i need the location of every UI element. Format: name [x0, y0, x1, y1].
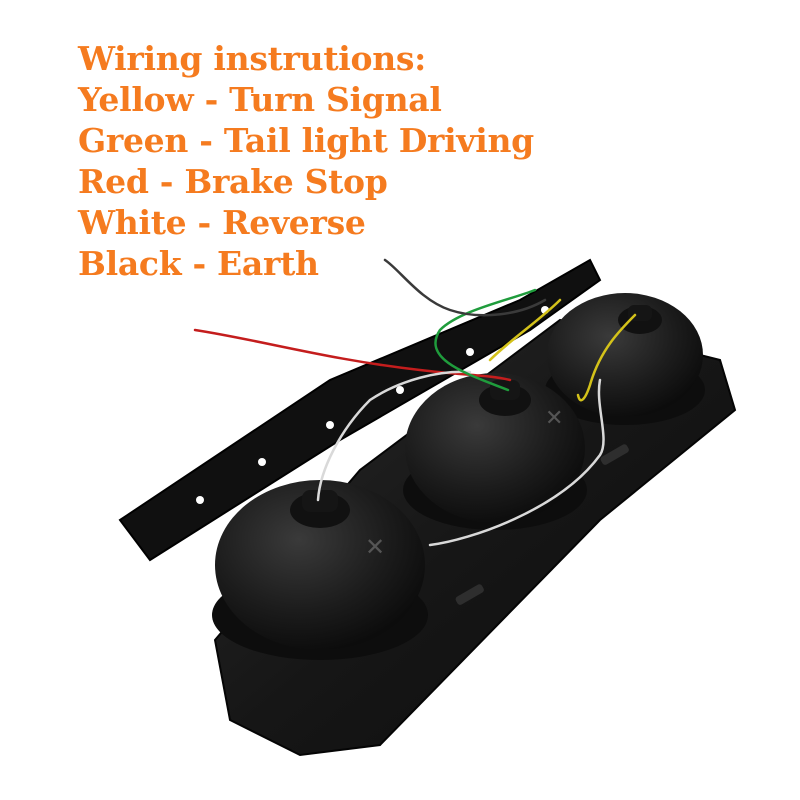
wiring-item-green: Green - Tail light Driving: [78, 121, 534, 160]
wiring-heading: Wiring instrutions:: [78, 39, 427, 78]
light-housing-front: ✕: [212, 480, 428, 660]
wiring-item-yellow: Yellow - Turn Signal: [78, 80, 442, 119]
wiring-item-red: Red - Brake Stop: [78, 162, 388, 201]
green-wire: [434, 288, 537, 392]
white-wire-lower: [428, 378, 605, 547]
svg-text:✕: ✕: [365, 533, 385, 561]
yellow-wire-2: [488, 298, 562, 362]
black-wire: [383, 258, 547, 317]
yellow-wire: [576, 313, 637, 402]
wiring-instructions: Wiring instrutions: Yellow - Turn Signal…: [78, 38, 534, 284]
wiring-item-black: Black - Earth: [78, 244, 319, 283]
red-wire: [193, 328, 512, 382]
plate-slots: [455, 444, 629, 605]
white-wire-front: [316, 370, 472, 502]
light-housing-back: [545, 293, 705, 425]
wires: [193, 258, 637, 547]
light-housing-middle: ✕: [403, 373, 587, 530]
svg-text:✕: ✕: [545, 406, 563, 431]
wiring-item-white: White - Reverse: [78, 203, 366, 242]
